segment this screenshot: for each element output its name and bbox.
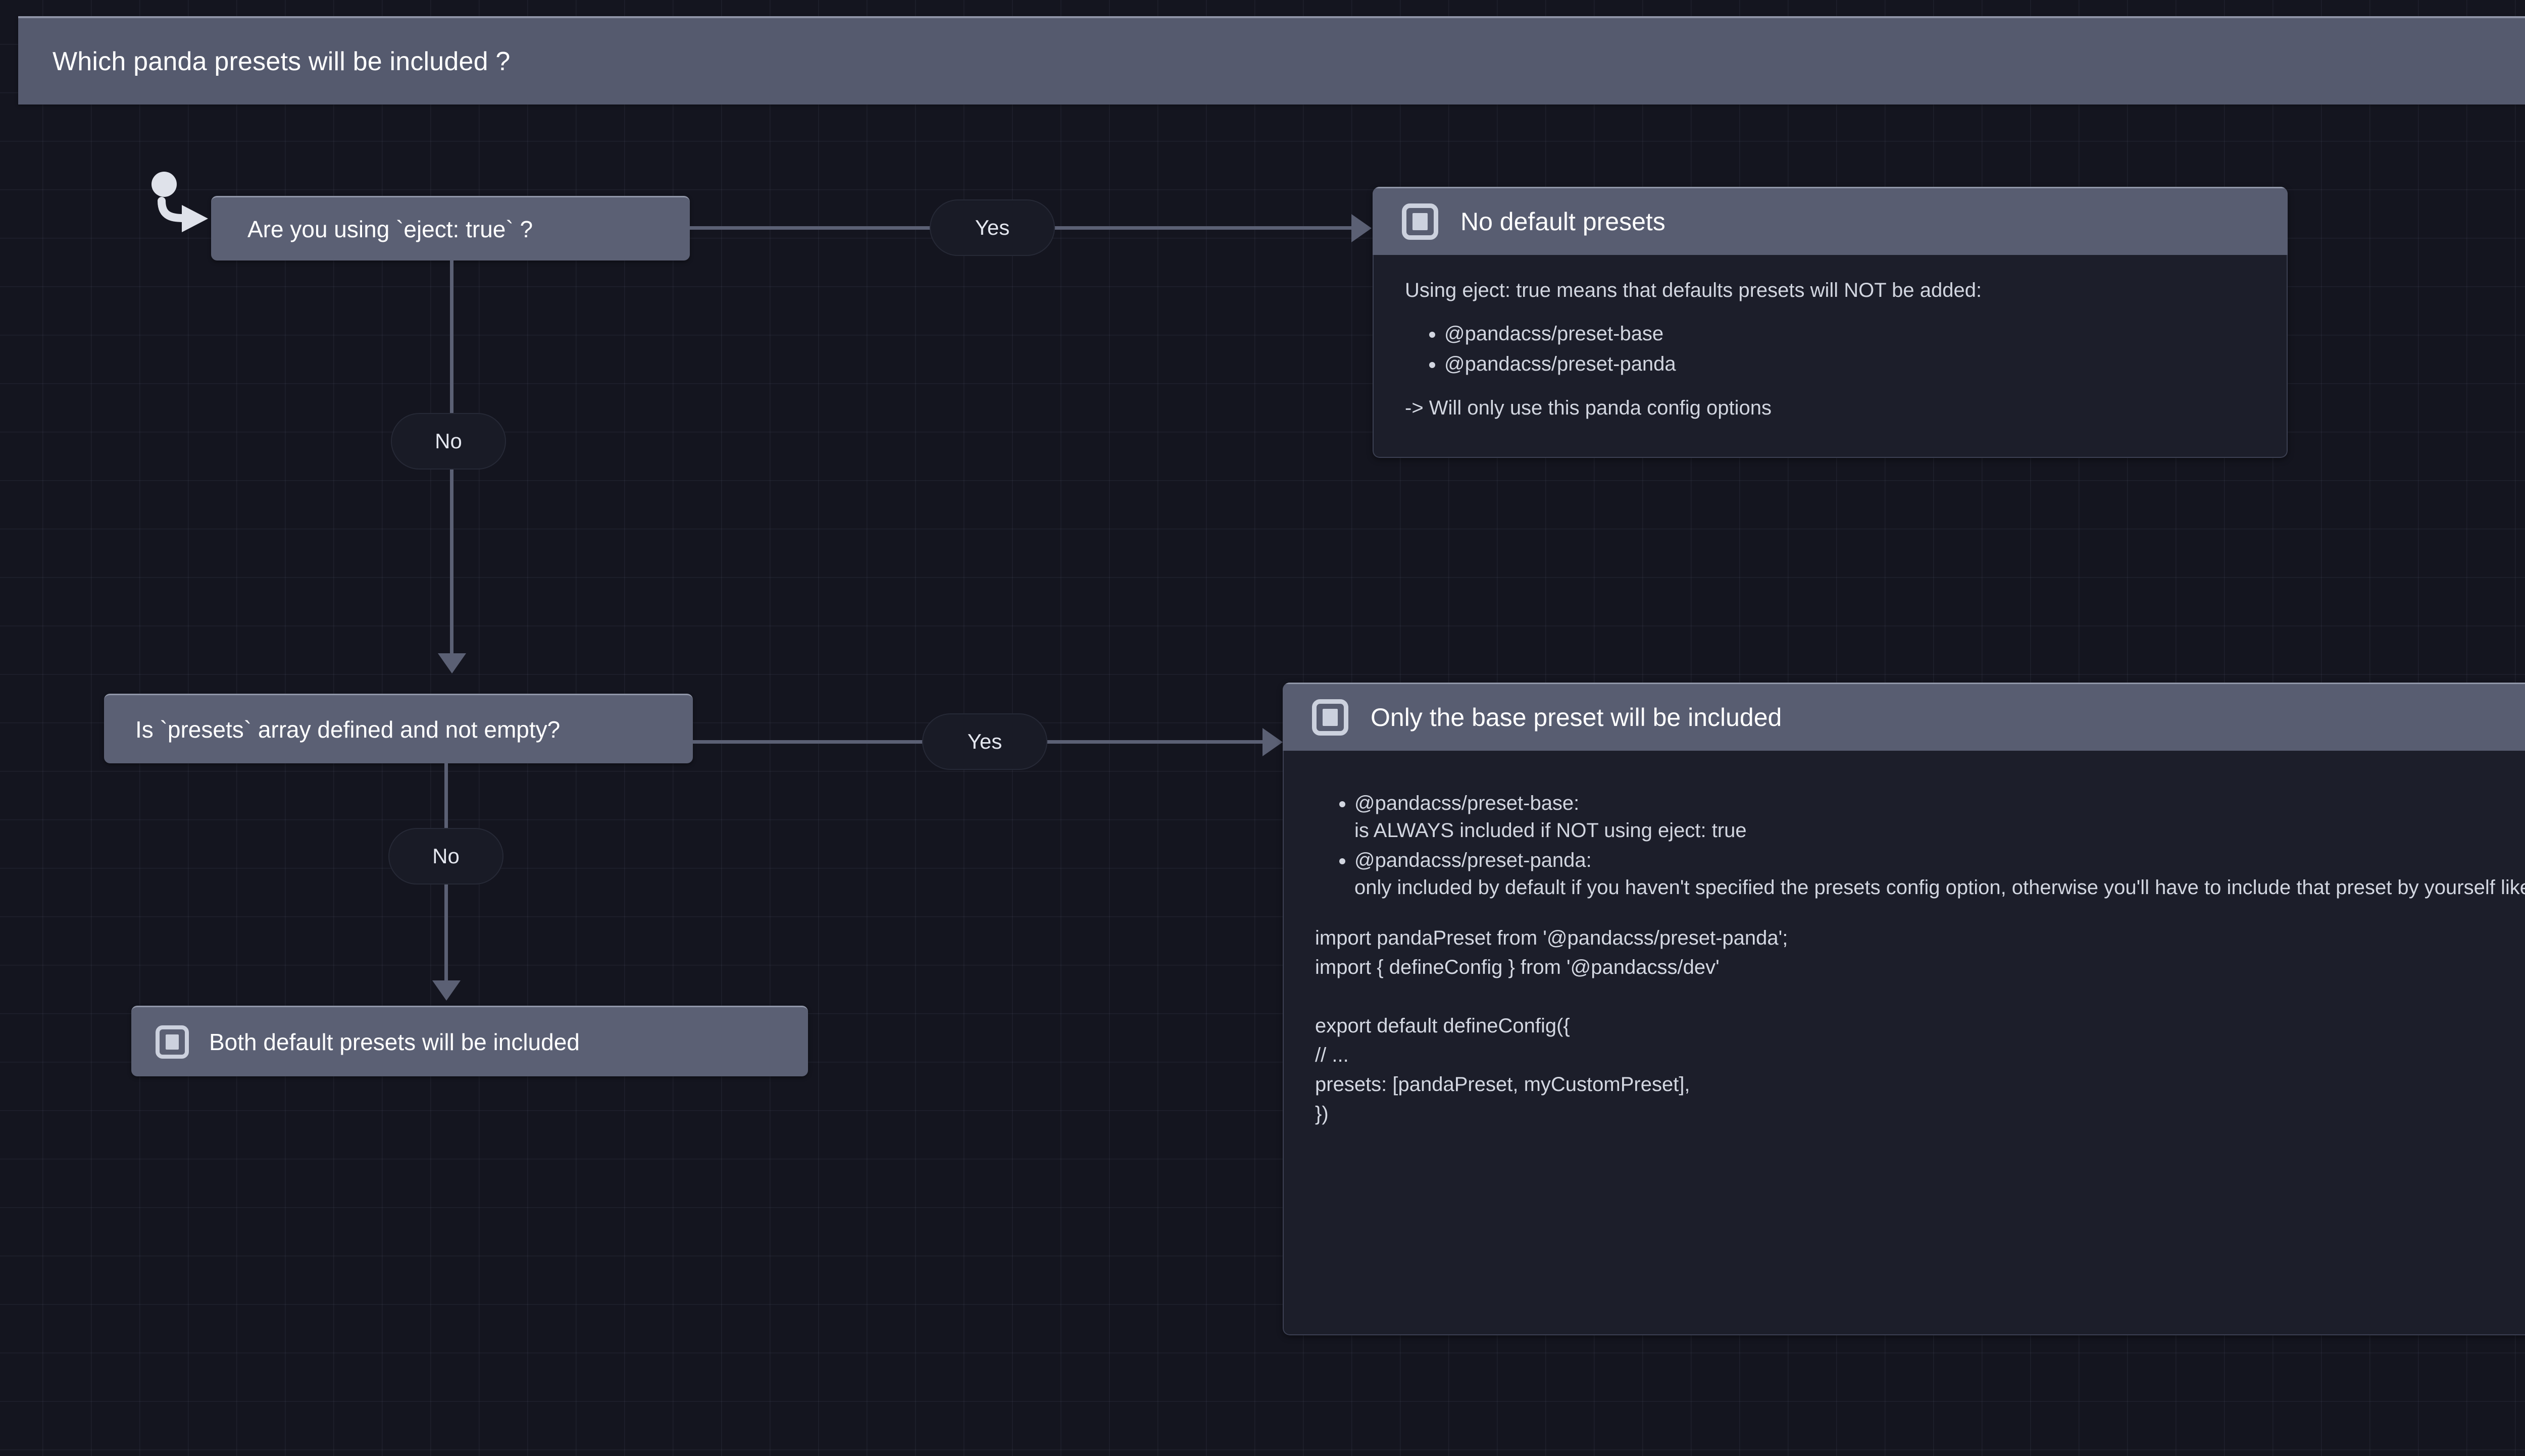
edge-presets-yes-arrowhead — [1262, 728, 1283, 756]
edge-label-presets-yes: Yes — [922, 713, 1047, 770]
list-item: @pandacss/preset-base — [1444, 321, 2256, 348]
panel-no-default-body: Using eject: true means that defaults pr… — [1373, 255, 2288, 458]
panel-base-only-body: @pandacss/preset-base: is ALWAYS include… — [1283, 751, 2525, 1335]
list-item-term: @pandacss/preset-base: — [1354, 792, 1580, 814]
panel-no-default-outro: -> Will only use this panda config optio… — [1405, 397, 1772, 420]
panel-no-default-intro: Using eject: true means that defaults pr… — [1405, 279, 1982, 301]
node-both-label: Both default presets will be included — [209, 1028, 580, 1055]
panel-no-default-presets[interactable]: No default presets Using eject: true mea… — [1373, 187, 2288, 458]
panel-no-default-bullet-list: @pandacss/preset-base @pandacss/preset-p… — [1405, 321, 2256, 378]
node-presets-question[interactable]: Is `presets` array defined and not empty… — [104, 694, 693, 763]
list-item: @pandacss/preset-base: is ALWAYS include… — [1354, 790, 2525, 844]
list-item-detail: only included by default if you haven't … — [1354, 876, 2525, 899]
diagram-title-bar: Which panda presets will be included ? — [18, 16, 2525, 105]
panel-base-preset-only[interactable]: Only the base preset will be included @p… — [1283, 683, 2525, 1335]
list-item: @pandacss/preset-panda — [1444, 351, 2256, 378]
node-both-default-presets[interactable]: Both default presets will be included — [131, 1006, 808, 1076]
node-presets-label: Is `presets` array defined and not empty… — [135, 716, 561, 743]
note-square-icon — [1402, 203, 1438, 240]
edge-label-eject-yes: Yes — [930, 199, 1055, 256]
panel-no-default-title: No default presets — [1460, 207, 1665, 236]
panel-base-only-bullet-list: @pandacss/preset-base: is ALWAYS include… — [1315, 790, 2525, 901]
list-item-term: @pandacss/preset-panda: — [1354, 849, 1592, 872]
edge-eject-yes-arrowhead — [1351, 214, 1372, 242]
note-square-icon — [1312, 699, 1348, 736]
list-item: @pandacss/preset-panda: only included by… — [1354, 847, 2525, 901]
edge-eject-no-arrowhead — [438, 653, 466, 673]
note-square-icon — [156, 1025, 189, 1059]
start-marker — [152, 172, 217, 237]
code-block: import pandaPreset from '@pandacss/prese… — [1315, 927, 1788, 1125]
edge-label-eject-no: No — [391, 413, 506, 470]
start-curve-arrow-icon — [158, 197, 208, 232]
start-dot-icon — [152, 172, 177, 197]
panel-base-only-title: Only the base preset will be included — [1371, 703, 1782, 732]
node-eject-question[interactable]: Are you using `eject: true` ? — [211, 196, 690, 261]
node-eject-label: Are you using `eject: true` ? — [247, 216, 533, 242]
panel-no-default-header: No default presets — [1373, 187, 2288, 255]
edge-presets-no-arrowhead — [432, 980, 461, 1001]
panel-base-only-header: Only the base preset will be included — [1283, 683, 2525, 751]
edge-label-presets-no: No — [388, 828, 503, 885]
list-item-detail: is ALWAYS included if NOT using eject: t… — [1354, 819, 1747, 842]
page-title: Which panda presets will be included ? — [53, 46, 511, 76]
